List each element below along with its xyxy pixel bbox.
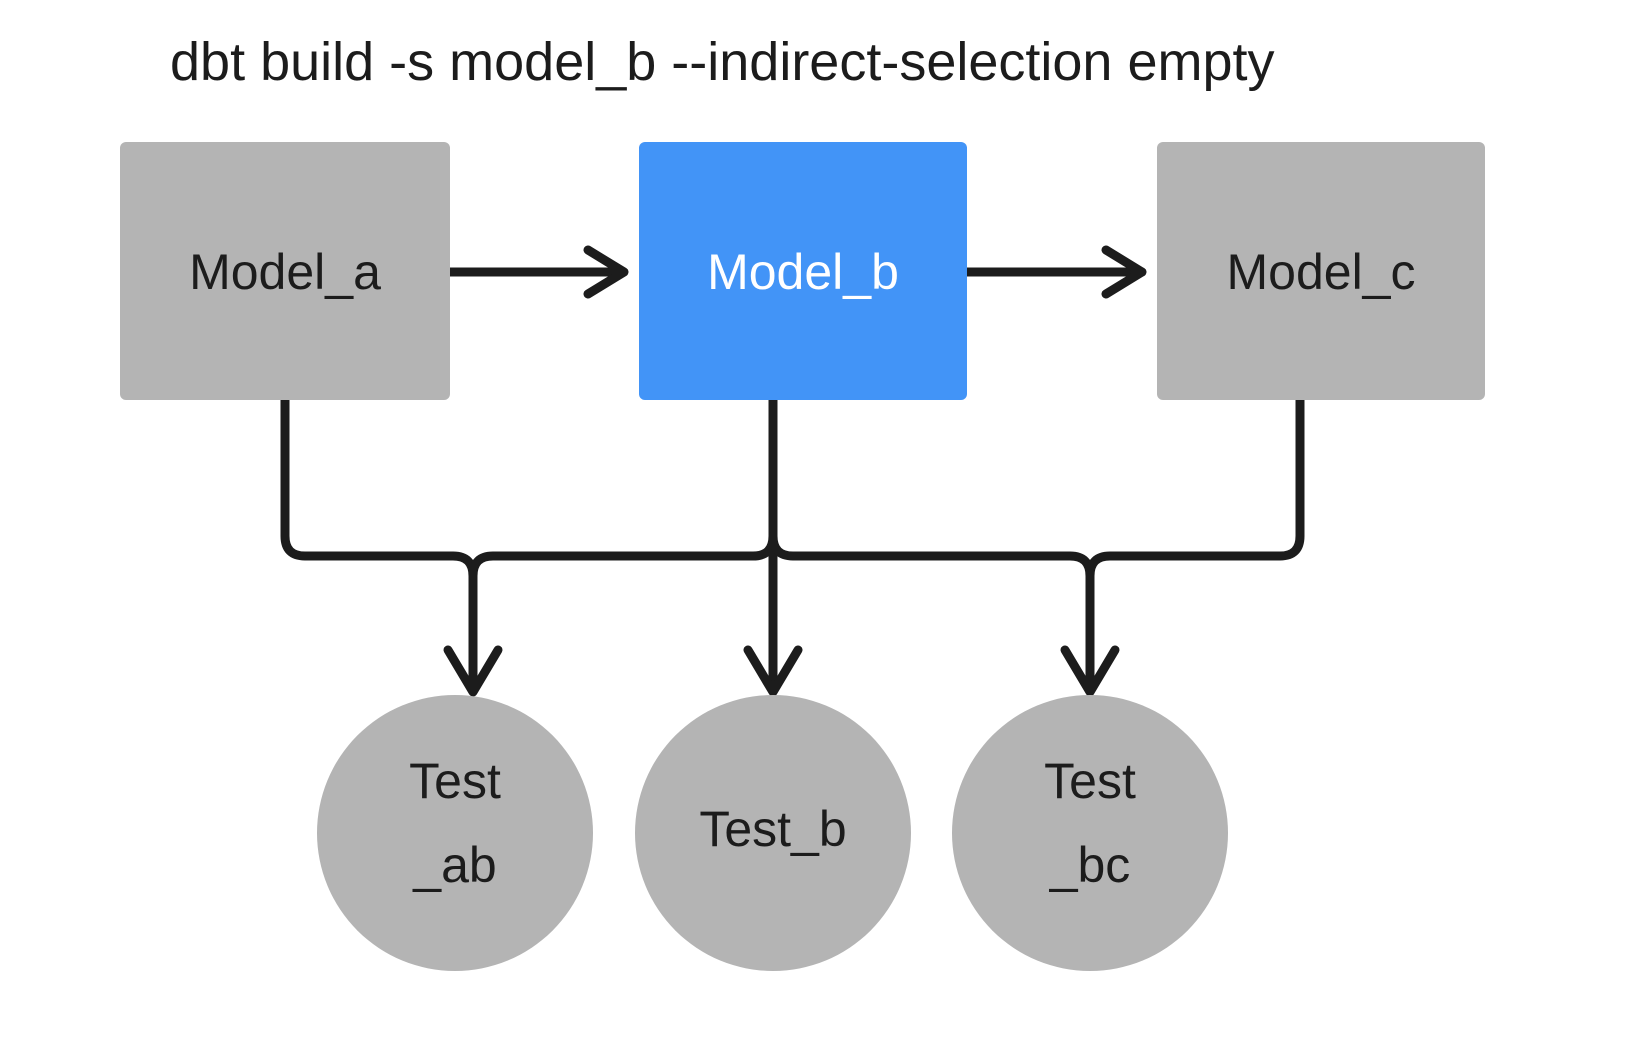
- edge-model-c-to-test-bc: [1085, 395, 1305, 581]
- test-b-circle[interactable]: [635, 695, 911, 971]
- test-b-label-line1: Test_b: [699, 801, 846, 857]
- model-node-model_b[interactable]: Model_b: [639, 142, 967, 400]
- model-node-model_c[interactable]: Model_c: [1157, 142, 1485, 400]
- edge-model-b-to-test-bc: [768, 531, 1120, 697]
- model-b-label: Model_b: [707, 244, 899, 300]
- test-node-test_ab[interactable]: Test _ab: [317, 695, 593, 971]
- model-a-label: Model_a: [189, 244, 381, 300]
- test-ab-label-line2: _ab: [412, 837, 496, 893]
- test-node-test_bc[interactable]: Test _bc: [952, 695, 1228, 971]
- test-ab-label-line1: Test: [409, 753, 501, 809]
- diagram-title: dbt build -s model_b --indirect-selectio…: [170, 32, 1275, 92]
- model-c-box[interactable]: [1157, 142, 1485, 400]
- test-node-test_b[interactable]: Test_b: [635, 695, 911, 971]
- edge-model-a-to-model-b: [445, 245, 629, 299]
- model-node-model_a[interactable]: Model_a: [120, 142, 450, 400]
- test-ab-circle[interactable]: [317, 695, 593, 971]
- test-bc-circle[interactable]: [952, 695, 1228, 971]
- model-b-box[interactable]: [639, 142, 967, 400]
- edge-model-a-to-test-ab: [280, 395, 503, 697]
- model-c-label: Model_c: [1227, 244, 1416, 300]
- test-bc-label-line1: Test: [1044, 753, 1136, 809]
- model-a-box[interactable]: [120, 142, 450, 400]
- edge-model-b-to-model-c: [962, 245, 1147, 299]
- edge-layer: [280, 245, 1305, 697]
- edge-model-b-to-test-ab: [468, 395, 778, 581]
- test-bc-label-line2: _bc: [1049, 837, 1131, 893]
